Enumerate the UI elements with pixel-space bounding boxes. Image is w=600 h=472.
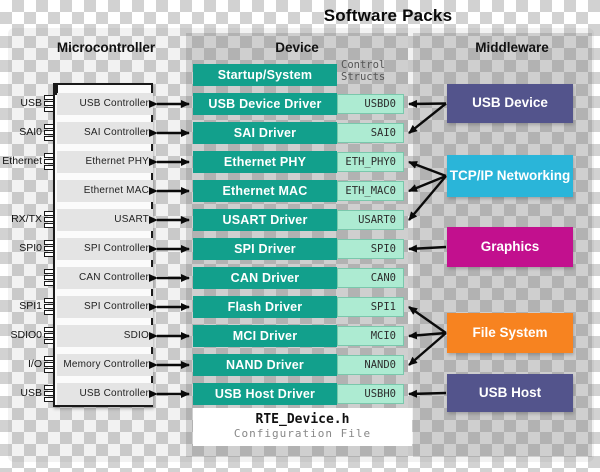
pin-label: SPI0 xyxy=(19,242,42,254)
pin-block xyxy=(44,298,54,303)
pin-block xyxy=(44,240,54,245)
pin-block xyxy=(44,362,54,367)
startup-system-box: Startup/System xyxy=(193,64,337,86)
mcu-row: USB Controller xyxy=(57,383,153,405)
driver-box: MCI Driver xyxy=(193,325,337,347)
control-struct-box: ETH_PHY0 xyxy=(337,152,404,172)
pin-block xyxy=(44,107,54,112)
mcu-row: SPI Controller xyxy=(57,296,153,318)
pin-block xyxy=(44,153,54,158)
device-header: Device xyxy=(275,40,319,55)
mcu-row: USB Controller xyxy=(57,93,153,115)
diagram-title: Software Packs xyxy=(323,6,453,25)
pin-block xyxy=(44,130,54,135)
control-struct-box: SPI1 xyxy=(337,297,404,317)
driver-box: Ethernet MAC xyxy=(193,180,337,202)
pin-block xyxy=(44,333,54,338)
pin-label: RX/TX xyxy=(11,213,42,225)
pin-label: USB xyxy=(20,97,42,109)
pin-label: SAI0 xyxy=(19,126,42,138)
mcu-row: USART xyxy=(57,209,153,231)
pin-label: I/O xyxy=(27,358,42,370)
driver-box: SAI Driver xyxy=(193,122,337,144)
pin-block xyxy=(44,159,54,164)
pin-block xyxy=(44,275,54,280)
pin-block xyxy=(44,304,54,309)
driver-box: Ethernet PHY xyxy=(193,151,337,173)
pin-block xyxy=(44,269,54,274)
mcu-row: SDIO xyxy=(57,325,153,347)
control-struct-box: CAN0 xyxy=(337,268,404,288)
pin-block xyxy=(44,391,54,396)
pin-block xyxy=(44,95,54,100)
pin-label: SDIO0 xyxy=(10,329,42,341)
mcu-row: SAI Controller xyxy=(57,122,153,144)
middleware-box: USB Device xyxy=(447,84,573,123)
pin-block xyxy=(44,339,54,344)
middleware-box: Graphics xyxy=(447,227,573,267)
control-struct-box: SAI0 xyxy=(337,123,404,143)
driver-box: USB Host Driver xyxy=(193,383,337,405)
control-structs-label: Control Structs xyxy=(341,59,386,83)
pin-label: USB xyxy=(20,387,42,399)
driver-box: Flash Driver xyxy=(193,296,337,318)
middleware-box: File System xyxy=(447,313,573,353)
mcu-row: Memory Controller xyxy=(57,354,153,376)
pin-block xyxy=(44,124,54,129)
pin-block xyxy=(44,211,54,216)
control-struct-box: USART0 xyxy=(337,210,404,230)
middleware-box: USB Host xyxy=(447,374,573,412)
pin-block xyxy=(44,223,54,228)
microcontroller-header: Microcontroller xyxy=(56,40,156,55)
mcu-row: Ethernet MAC xyxy=(57,180,153,202)
driver-box: USB Device Driver xyxy=(193,93,337,115)
mcu-row: SPI Controller xyxy=(57,238,153,260)
pin-block xyxy=(44,136,54,141)
control-struct-box: USBH0 xyxy=(337,384,404,404)
pin-block xyxy=(44,397,54,402)
pin-block xyxy=(44,217,54,222)
phy-mac-link xyxy=(55,85,58,95)
rte-device-config-box: RTE_Device.h Configuration File xyxy=(193,408,412,446)
middleware-header: Middleware xyxy=(475,40,549,55)
mcu-row: Ethernet PHY xyxy=(57,151,153,173)
pin-block xyxy=(44,327,54,332)
pin-block xyxy=(44,252,54,257)
control-struct-box: SPI0 xyxy=(337,239,404,259)
driver-box: NAND Driver xyxy=(193,354,337,376)
pin-block xyxy=(44,385,54,390)
pin-block xyxy=(44,368,54,373)
control-struct-box: MCI0 xyxy=(337,326,404,346)
mcu-row: CAN Controller xyxy=(57,267,153,289)
pin-block xyxy=(44,356,54,361)
pin-block xyxy=(44,246,54,251)
driver-box: USART Driver xyxy=(193,209,337,231)
control-struct-box: ETH_MAC0 xyxy=(337,181,404,201)
pin-block xyxy=(44,165,54,170)
rte-device-subtitle: Configuration File xyxy=(233,427,372,440)
driver-box: CAN Driver xyxy=(193,267,337,289)
pin-label: SPI1 xyxy=(19,300,42,312)
control-struct-box: NAND0 xyxy=(337,355,404,375)
middleware-box: TCP/IP Networking xyxy=(447,155,573,197)
pin-block xyxy=(44,101,54,106)
pin-block xyxy=(44,281,54,286)
pin-block xyxy=(44,310,54,315)
control-struct-box: USBD0 xyxy=(337,94,404,114)
pin-label: Ethernet xyxy=(2,155,42,167)
driver-box: SPI Driver xyxy=(193,238,337,260)
rte-device-title: RTE_Device.h xyxy=(255,412,350,427)
